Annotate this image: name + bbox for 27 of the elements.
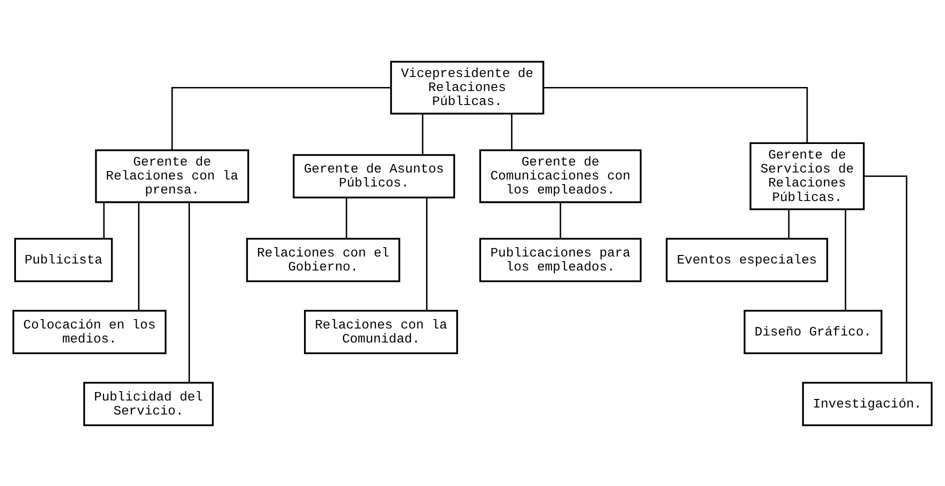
connector <box>511 113 512 150</box>
node-box: Colocación en los medios. <box>12 309 166 354</box>
connector <box>426 197 428 310</box>
node-box: Relaciones con el Gobierno. <box>246 237 400 282</box>
node-box: Investigación. <box>802 381 933 426</box>
node-box: Gerente de Asuntos Públicos. <box>292 154 456 198</box>
connector <box>788 208 790 238</box>
connector <box>138 202 140 310</box>
connector <box>543 86 808 142</box>
node-box: Eventos especiales <box>666 237 828 282</box>
node-box: Gerente de Servicios de Relaciones Públicas. <box>750 142 865 210</box>
connector <box>844 209 846 310</box>
connector <box>422 113 424 154</box>
connector <box>560 202 562 238</box>
node-box: Relaciones con la Comunidad. <box>304 309 458 354</box>
node-box: Gerente de Comunicaciones con los empleados. <box>479 148 642 203</box>
node-box: Vicepresidente de Relaciones Públicas. <box>390 60 544 114</box>
node-box: Gerente de Relaciones con la prensa. <box>95 148 250 203</box>
node-box: Publicista <box>14 237 113 282</box>
node-box: Publicaciones para los empleados. <box>479 237 642 282</box>
connector <box>346 197 348 238</box>
node-box: Diseño Gráfico. <box>744 309 882 354</box>
connector <box>103 202 105 238</box>
node-box: Publicidad del Servicio. <box>83 381 214 426</box>
connector <box>188 202 190 382</box>
connector <box>171 86 391 150</box>
connector <box>864 175 908 382</box>
